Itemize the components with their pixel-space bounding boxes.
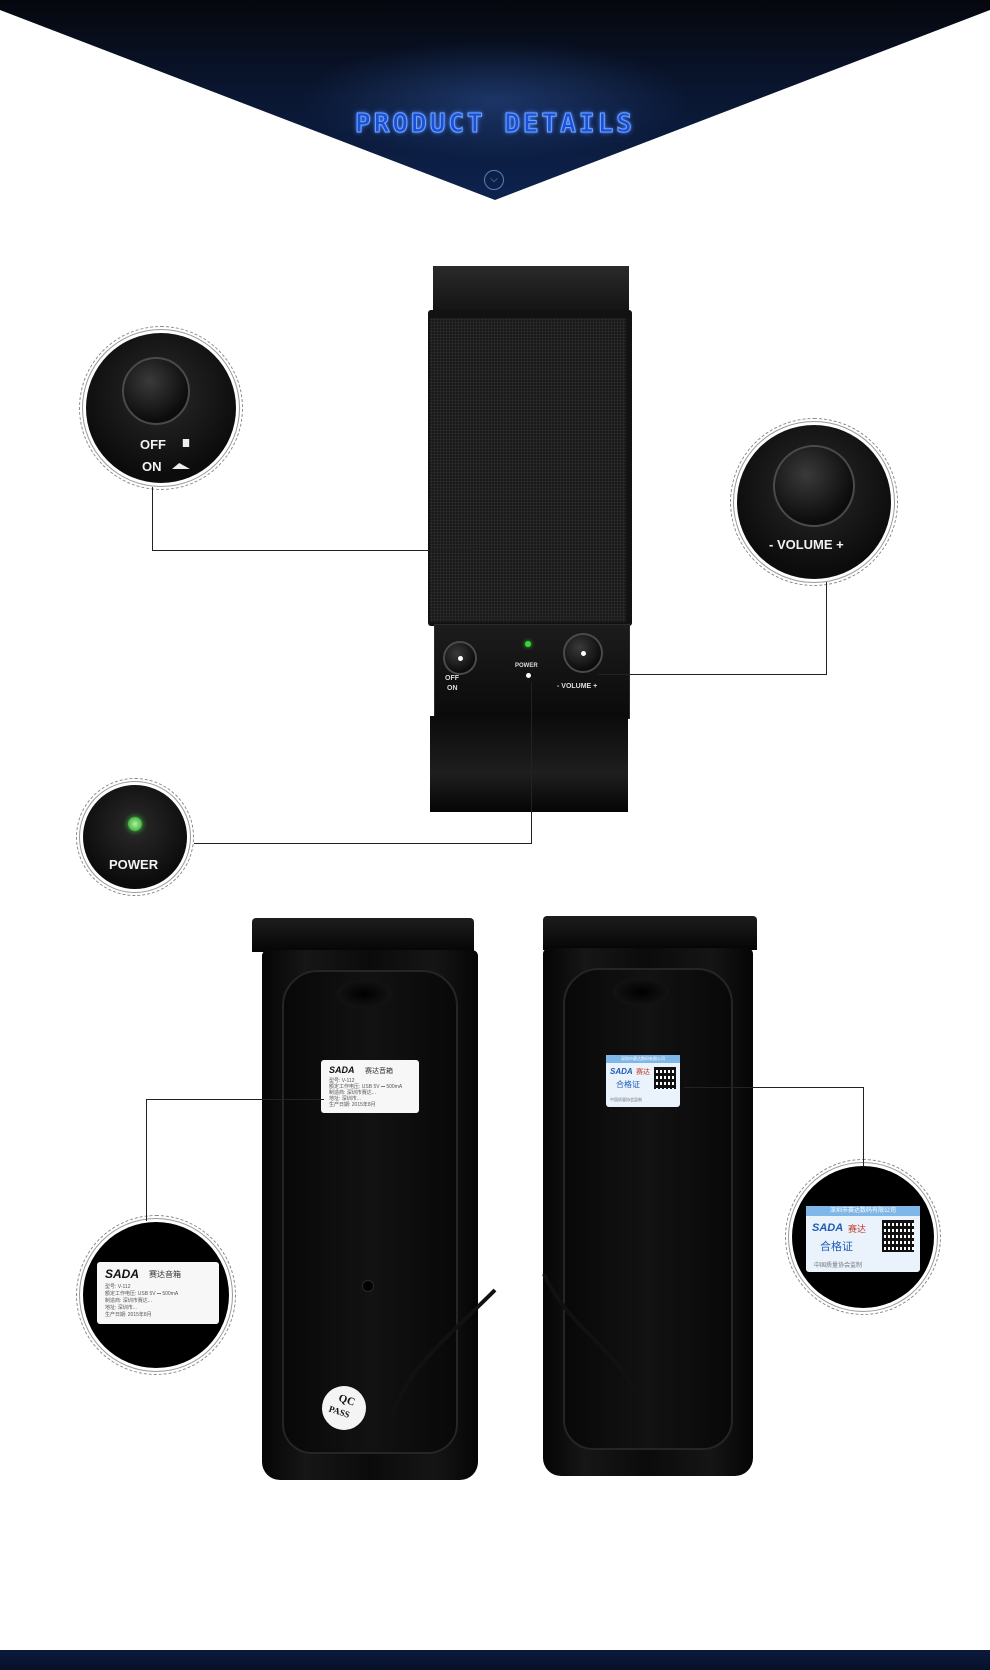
sticker-line-1: 额定工作电压: USB 5V ⎓ 500mA	[329, 1084, 403, 1090]
sticker-line-3: 地址: 深圳市...	[329, 1096, 361, 1102]
back-right-certificate: 深圳市赛达数码有限公司 SADA 赛达 合格证 中国质量协会监制	[606, 1055, 680, 1107]
sticker-line-4: 生产日期: 2015年8月	[329, 1102, 376, 1108]
callout-power-label: POWER	[109, 857, 159, 872]
sticker-callout-line-v	[146, 1100, 147, 1221]
switch-down-icon	[172, 463, 190, 469]
cert-brand-cn: 赛达	[636, 1069, 650, 1076]
back-right-inner-panel	[563, 968, 733, 1450]
switch-off-label: OFF	[445, 675, 459, 682]
cert-zoom-brand-cn: 赛达	[848, 1224, 867, 1234]
switch-callout: OFF ON	[79, 326, 243, 490]
certificate-callout: 深圳市赛达数码有限公司 SADA 赛达 合格证 中国质量协会监制	[785, 1159, 941, 1315]
sticker-line-0: 型号: V-112	[329, 1078, 355, 1084]
power-led-zoom	[128, 817, 142, 831]
speaker-control-panel: OFF ON POWER - VOLUME +	[434, 624, 630, 719]
cert-zoom-brand: SADA	[812, 1222, 844, 1234]
back-right-cap	[543, 916, 757, 950]
back-right-cable	[542, 1273, 642, 1401]
cert-zoom-header: 深圳市赛达数码有限公司	[806, 1206, 920, 1216]
switch-callout-line-h	[152, 550, 474, 551]
back-left-screw	[362, 1280, 374, 1292]
volume-callout-line-v	[826, 582, 827, 675]
switch-on-label: ON	[447, 685, 458, 692]
switch-knob-zoom	[122, 357, 190, 425]
power-led-pointer	[526, 673, 531, 678]
back-right-hanging-hole	[613, 978, 669, 1006]
power-led	[525, 641, 531, 647]
volume-label: - VOLUME +	[557, 683, 598, 690]
speaker-base	[430, 716, 628, 812]
chevron-down-icon: ⌵	[484, 170, 504, 190]
volume-knob	[563, 633, 603, 673]
sticker-brand: SADA	[329, 1065, 355, 1075]
cert-footer: 中国质量协会监制	[610, 1097, 642, 1102]
qr-code-zoom	[882, 1220, 914, 1252]
sticker-zoom-line-4: 生产日期: 2015年8月	[105, 1312, 152, 1318]
knob-indicator-dot	[458, 656, 463, 661]
cert-zoom-footer: 中国质量协会监制	[814, 1263, 863, 1269]
page-title: PRODUCT DETAILS	[355, 109, 635, 140]
cert-zoom-title: 合格证	[820, 1241, 853, 1253]
volume-knob-zoom	[773, 445, 855, 527]
back-left-cap	[252, 918, 474, 952]
volume-callout: - VOLUME +	[730, 418, 898, 586]
cert-header: 深圳市赛达数码有限公司	[606, 1055, 680, 1063]
speaker-grille	[430, 318, 626, 622]
sticker-zoom-line-0: 型号: V-112	[105, 1284, 131, 1290]
callout-on-label: ON	[142, 459, 162, 474]
power-callout: POWER	[76, 778, 194, 896]
cert-brand: SADA	[610, 1067, 633, 1076]
qr-code	[654, 1067, 676, 1089]
back-left-hanging-hole	[336, 980, 392, 1008]
sticker-zoom-line-1: 额定工作电压: USB 5V ⎓ 500mA	[105, 1291, 179, 1297]
power-switch-knob	[443, 641, 477, 675]
sticker-zoom: SADA 赛达音箱 型号: V-112 额定工作电压: USB 5V ⎓ 500…	[97, 1262, 219, 1324]
sticker-zoom-brand-cn: 赛达音箱	[149, 1270, 181, 1279]
power-label: POWER	[515, 663, 538, 669]
cert-callout-line-h	[684, 1087, 864, 1088]
cert-callout-line-v	[863, 1087, 864, 1167]
volume-callout-line-h	[598, 674, 827, 675]
sticker-callout-line-h	[146, 1099, 324, 1100]
power-callout-line-v	[531, 682, 532, 844]
sticker-line-2: 制造商: 深圳市赛达...	[329, 1090, 376, 1096]
certificate-zoom: 深圳市赛达数码有限公司 SADA 赛达 合格证 中国质量协会监制	[806, 1206, 920, 1272]
cert-title: 合格证	[616, 1080, 640, 1089]
header-glow	[300, 40, 690, 160]
sticker-zoom-brand: SADA	[105, 1267, 140, 1281]
sticker-brand-cn: 赛达音箱	[365, 1068, 393, 1075]
power-callout-line-h	[194, 843, 531, 844]
sticker-zoom-line-3: 地址: 深圳市...	[105, 1305, 137, 1311]
back-left-cable	[389, 1288, 497, 1421]
back-left-body: QC PASS	[262, 950, 478, 1480]
footer-bar	[0, 1650, 990, 1670]
switch-callout-line-v	[152, 487, 153, 551]
back-left-sticker: SADA 赛达音箱 型号: V-112 额定工作电压: USB 5V ⎓ 500…	[321, 1060, 419, 1113]
switch-up-icon	[178, 439, 194, 447]
back-left-inner-panel	[282, 970, 458, 1454]
sticker-callout: SADA 赛达音箱 型号: V-112 额定工作电压: USB 5V ⎓ 500…	[76, 1215, 236, 1375]
sticker-zoom-line-2: 制造商: 深圳市赛达...	[105, 1298, 152, 1304]
back-right-body	[543, 948, 753, 1476]
callout-off-label: OFF	[140, 437, 166, 452]
knob-indicator-dot	[581, 651, 586, 656]
callout-volume-label: - VOLUME +	[769, 537, 844, 552]
